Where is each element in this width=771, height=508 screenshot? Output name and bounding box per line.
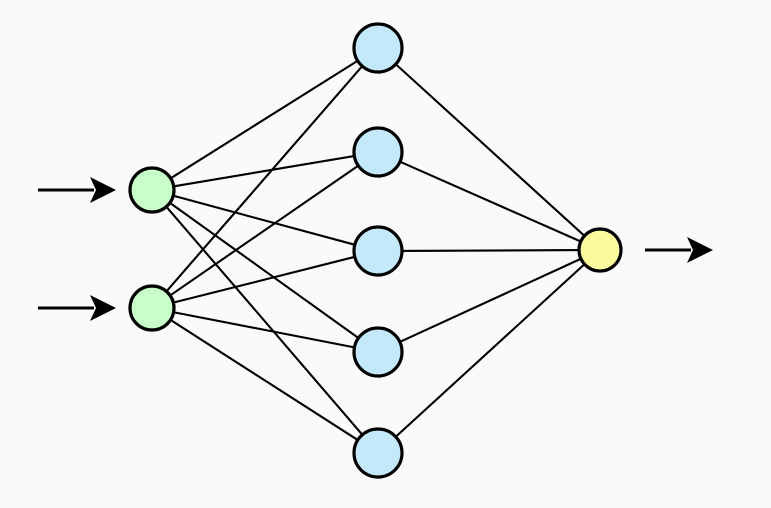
- edge-h5-o1: [393, 262, 587, 439]
- edge-i1-h4: [167, 201, 361, 340]
- input-node-1[interactable]: [128, 166, 176, 214]
- edge-h1-o1: [393, 62, 587, 238]
- edge-h2-o1: [397, 160, 583, 244]
- input-node-2[interactable]: [128, 284, 176, 332]
- edge-i2-h2: [168, 163, 361, 298]
- hidden-node-2[interactable]: [352, 126, 404, 178]
- edge-h4-o1: [397, 257, 584, 344]
- edge-i1-h1: [168, 59, 360, 180]
- hidden-node-5[interactable]: [352, 427, 404, 479]
- edge-i2-h1: [164, 64, 365, 294]
- edge-i1-h3: [171, 194, 358, 247]
- nodes-group: [128, 22, 623, 479]
- edge-i1-h2: [171, 154, 357, 188]
- output-arrow-1: [645, 237, 713, 263]
- input-arrow-1: [38, 177, 116, 203]
- input-arrow-2-head: [90, 295, 116, 321]
- output-node-1[interactable]: [577, 227, 623, 273]
- output-arrow-1-head: [687, 237, 713, 263]
- arrows-group: [38, 177, 713, 321]
- hidden-node-1[interactable]: [352, 22, 404, 74]
- edge-i2-h5: [168, 318, 360, 442]
- hidden-node-3[interactable]: [352, 225, 404, 277]
- input-arrow-1-head: [90, 177, 116, 203]
- edge-i2-h4: [171, 310, 357, 349]
- edges-group: [164, 59, 587, 442]
- edge-i1-h5: [164, 204, 365, 437]
- hidden-node-4[interactable]: [352, 326, 404, 378]
- input-arrow-2: [38, 295, 116, 321]
- edge-i2-h3: [171, 255, 357, 304]
- edge-h3-o1: [399, 249, 582, 252]
